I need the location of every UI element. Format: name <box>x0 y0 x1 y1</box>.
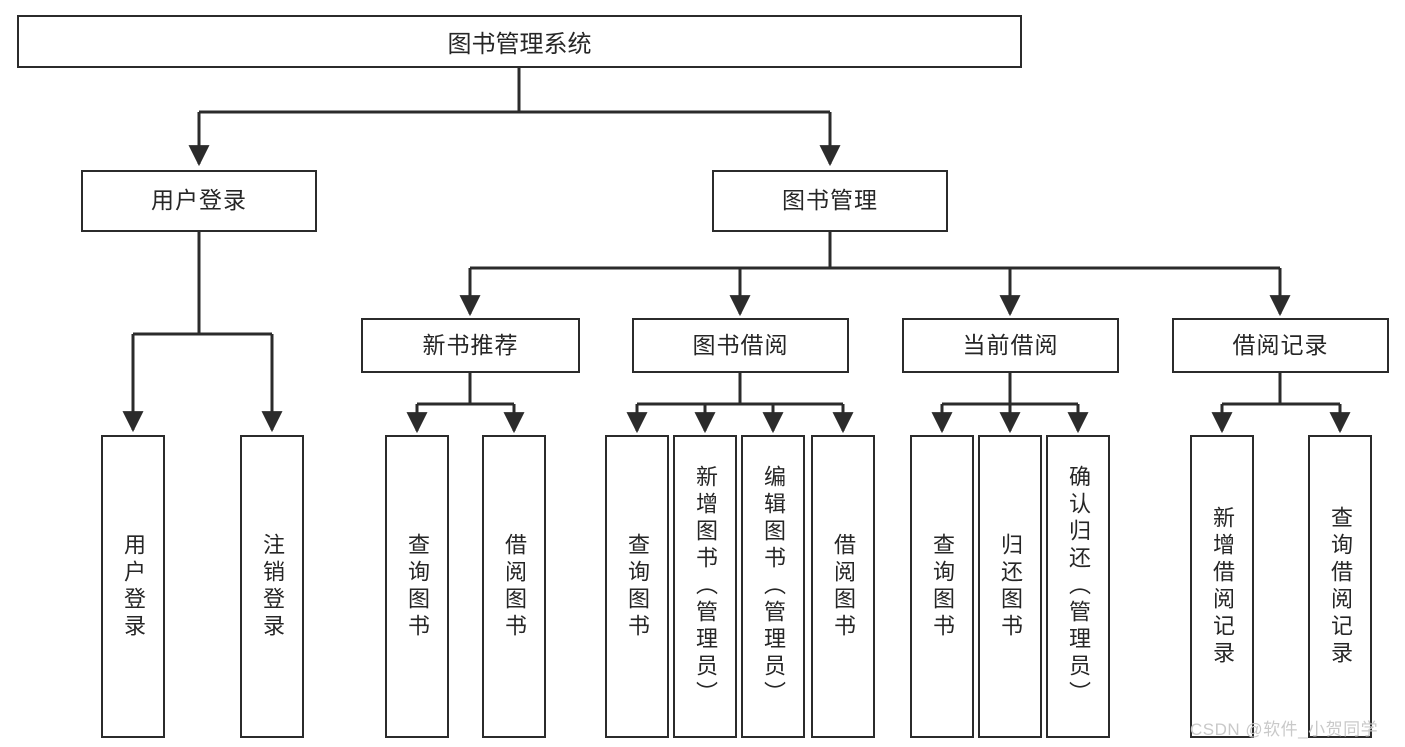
node-label: 借阅图书 <box>831 532 856 641</box>
node-book-borrow[interactable]: 图书借阅 <box>632 318 849 373</box>
node-label: 借阅记录 <box>1232 331 1329 358</box>
node-label: 图书管理系统 <box>447 31 592 58</box>
leaf-user-logout[interactable]: 注销登录 <box>240 435 304 738</box>
leaf-user-login[interactable]: 用户登录 <box>101 435 165 738</box>
leaf-borrow-edit-book[interactable]: 编辑图书（管理员） <box>741 435 805 738</box>
node-borrow-record[interactable]: 借阅记录 <box>1172 318 1389 373</box>
node-user-login[interactable]: 用户登录 <box>81 170 317 232</box>
node-root-system[interactable]: 图书管理系统 <box>17 15 1022 68</box>
watermark-text: CSDN @软件_小贺同学 <box>1190 720 1379 739</box>
node-label: 编辑图书（管理员） <box>761 465 786 708</box>
node-label: 新书推荐 <box>422 331 519 358</box>
node-new-book-recommend[interactable]: 新书推荐 <box>361 318 580 373</box>
leaf-borrow-add-book[interactable]: 新增图书（管理员） <box>673 435 737 738</box>
leaf-current-query-book[interactable]: 查询图书 <box>910 435 974 738</box>
node-label: 注销登录 <box>260 532 285 641</box>
node-label: 新增图书（管理员） <box>693 465 718 708</box>
node-label: 查询图书 <box>405 532 430 641</box>
node-label: 图书借阅 <box>692 331 789 358</box>
node-label: 借阅图书 <box>502 532 527 641</box>
node-label: 当前借阅 <box>962 331 1059 358</box>
leaf-current-confirm-return[interactable]: 确认归还（管理员） <box>1046 435 1110 738</box>
leaf-borrow-query-book[interactable]: 查询图书 <box>605 435 669 738</box>
watermark-csdn: CSDN @软件_小贺同学 <box>1190 715 1378 740</box>
node-label: 用户登录 <box>121 532 146 641</box>
node-book-management[interactable]: 图书管理 <box>712 170 948 232</box>
node-label: 查询图书 <box>930 532 955 641</box>
leaf-current-return-book[interactable]: 归还图书 <box>978 435 1042 738</box>
node-label: 图书管理 <box>782 187 878 214</box>
leaf-record-query-record[interactable]: 查询借阅记录 <box>1308 435 1372 738</box>
leaf-recommend-borrow-book[interactable]: 借阅图书 <box>482 435 546 738</box>
node-current-borrow[interactable]: 当前借阅 <box>902 318 1119 373</box>
node-label: 查询图书 <box>625 532 650 641</box>
node-label: 确认归还（管理员） <box>1066 465 1091 708</box>
node-label: 查询借阅记录 <box>1328 505 1353 668</box>
node-label: 用户登录 <box>151 187 247 214</box>
leaf-borrow-borrow-book[interactable]: 借阅图书 <box>811 435 875 738</box>
leaf-recommend-query-book[interactable]: 查询图书 <box>385 435 449 738</box>
node-label: 新增借阅记录 <box>1210 505 1235 668</box>
leaf-record-add-record[interactable]: 新增借阅记录 <box>1190 435 1254 738</box>
node-label: 归还图书 <box>998 532 1023 641</box>
